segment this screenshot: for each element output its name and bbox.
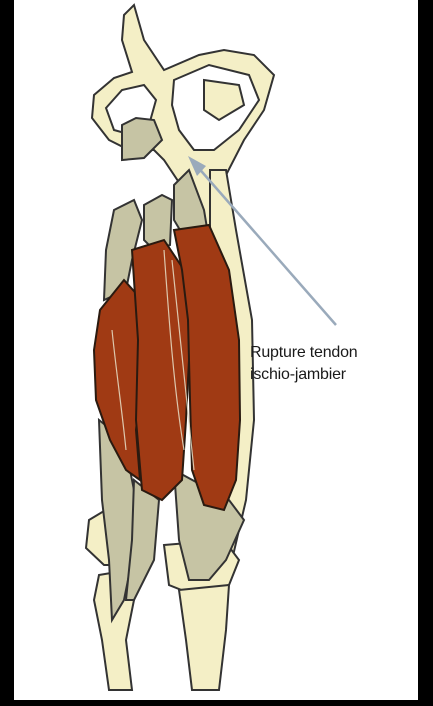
annotation-line-2: ischio-jambier [250, 364, 410, 386]
annotation-line-1: Rupture tendon [250, 342, 410, 364]
semitendinosus-muscle [132, 240, 190, 500]
illustration-canvas: Rupture tendon ischio-jambier [14, 0, 418, 700]
annotation-label: Rupture tendon ischio-jambier [250, 342, 410, 386]
